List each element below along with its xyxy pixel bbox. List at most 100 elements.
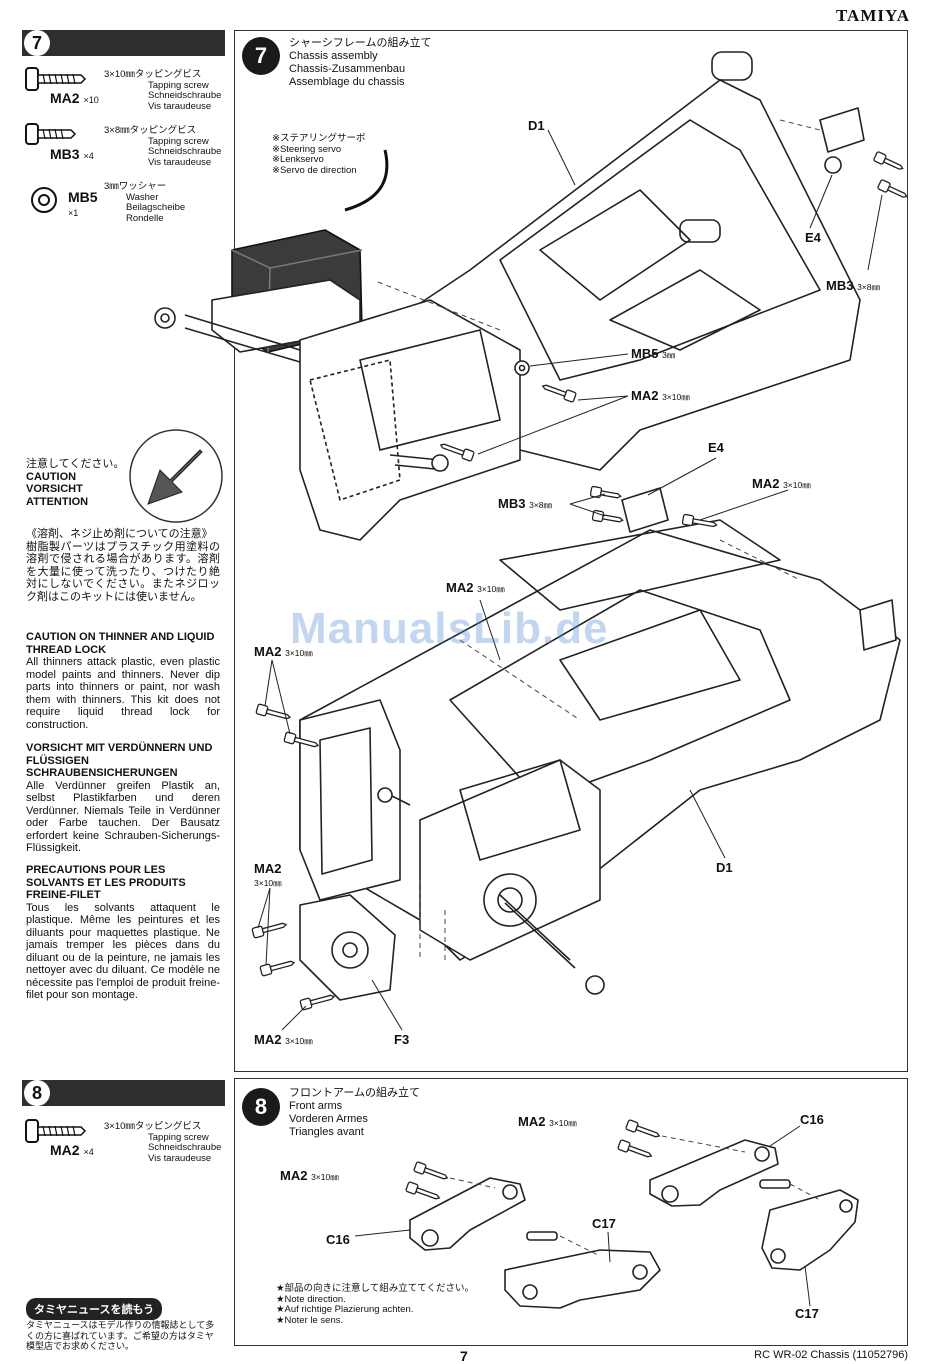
step8-part1-de: Schneidschraube <box>148 1142 222 1153</box>
step7-part1-code: MA2 <box>50 90 80 106</box>
step8-part1-size: 3×10㎜タッピングビス <box>104 1121 202 1132</box>
step7-part1-qty: ×10 <box>83 95 99 105</box>
thinner-de-title: VORSICHT MIT VERDÜNNERN UND FLÜSSIGEN SC… <box>26 742 213 779</box>
step7-title-jp: シャーシフレームの組み立て <box>289 37 432 49</box>
servo-note-jp: ※ステアリングサーボ <box>272 133 366 144</box>
step8-header-bar: 8 <box>22 1080 225 1106</box>
chassis-assembly-drawing <box>154 51 908 1031</box>
label-e4-lower: E4 <box>708 440 724 455</box>
label-ma2-middle-size: 3×10㎜ <box>477 584 505 594</box>
tapping-screw-icon <box>25 67 87 91</box>
label-ma2-middle: MA2 <box>446 580 474 595</box>
step7-panel <box>234 30 908 1072</box>
step7-part1-fr: Vis taraudeuse <box>148 100 212 112</box>
caution-arrow-icon <box>129 429 223 523</box>
label-ma2-left-size: 3×10㎜ <box>285 648 313 658</box>
step7-part3-qty: ×1 <box>68 208 79 218</box>
solvent-jp-body: 樹脂製パーツはプラスチック用塗料の溶剤で侵される場合があります。溶剤を大量に使っ… <box>26 540 220 603</box>
servo-note-de: ※Lenkservo <box>272 154 324 165</box>
label-e4-upper: E4 <box>805 230 821 245</box>
caution-jp: 注意してください。 <box>26 458 125 470</box>
label-d1-upper: D1 <box>528 118 545 133</box>
label-ma2-hub-size: 3×10㎜ <box>254 878 282 888</box>
label-ma2-hub: MA2 <box>254 861 282 876</box>
step8-label-ma2-right-size: 3×10㎜ <box>549 1118 577 1128</box>
direction-note-fr: ★Noter le sens. <box>276 1314 344 1326</box>
label-ma2-right-size: 3×10㎜ <box>783 480 811 490</box>
servo-note-fr: ※Servo de direction <box>272 164 357 176</box>
caution-de: VORSICHT <box>26 483 83 495</box>
step8-label-c17-left: C17 <box>592 1216 616 1231</box>
step7-part2-size: 3×8㎜タッピングビス <box>104 125 197 136</box>
label-ma2-servo: MA2 <box>631 388 659 403</box>
step7-header-bar: 7 <box>22 30 225 56</box>
tamiya-news-badge: タミヤニュースを読もう <box>26 1298 163 1320</box>
thinner-de-body: Alle Verdünner greifen Plastik an, selbs… <box>26 779 220 855</box>
tamiya-news-text: タミヤニュースはモデル作りの情報誌として多くの方に喜ばれています。ご希望の方はタ… <box>26 1320 215 1351</box>
label-f3: F3 <box>394 1032 410 1047</box>
step8-circle-number: 8 <box>242 1088 280 1126</box>
direction-note-jp: ★部品の向きに注意して組み立ててください。 <box>276 1283 474 1294</box>
step7-title-de: Chassis-Zusammenbau <box>289 63 406 75</box>
label-ma2-bottom-size: 3×10㎜ <box>285 1036 313 1046</box>
direction-note-de: ★Auf richtige Plazierung achten. <box>276 1304 414 1315</box>
step7-title-fr: Assemblage du chassis <box>289 76 405 88</box>
thinner-en-title: CAUTION ON THINNER AND LIQUID THREAD LOC… <box>26 631 215 656</box>
thinner-fr-title: PRECAUTIONS POUR LES SOLVANTS ET LES PRO… <box>26 864 186 901</box>
solvent-jp-title: 《溶剤、ネジ止め剤についての注意》 <box>26 528 213 540</box>
caution-fr: ATTENTION <box>26 495 89 508</box>
washer-icon <box>31 187 57 213</box>
brand-logo: TAMIYA <box>835 6 910 25</box>
step8-label-ma2-left-size: 3×10㎜ <box>311 1172 339 1182</box>
step7-part2-de: Schneidschraube <box>148 146 222 157</box>
tapping-screw-icon <box>25 1119 87 1143</box>
thinner-fr-body: Tous les solvants attaquent le plastique… <box>26 901 220 1002</box>
step8-title-jp: フロントアームの組み立て <box>289 1087 421 1099</box>
step8-label-c16-left: C16 <box>326 1232 350 1247</box>
label-mb3-lower: MB3 <box>498 496 526 511</box>
label-ma2-right: MA2 <box>752 476 780 491</box>
step8-part1-qty: ×4 <box>83 1147 94 1157</box>
step8-part1-fr: Vis taraudeuse <box>148 1152 212 1164</box>
step7-part3-de: Beilagscheibe <box>126 202 186 213</box>
step8-label-ma2-right: MA2 <box>518 1114 546 1129</box>
label-mb5: MB5 <box>631 346 659 361</box>
step8-label-ma2-left: MA2 <box>280 1168 308 1183</box>
step8-part1-en: Tapping screw <box>148 1131 209 1143</box>
servo-note-en: ※Steering servo <box>272 143 342 155</box>
thinner-en-body: All thinners attack plastic, even plasti… <box>26 656 220 731</box>
step7-part1-size: 3×10㎜タッピングビス <box>104 69 202 80</box>
label-ma2-left: MA2 <box>254 644 282 659</box>
step8-title-en: Front arms <box>289 1100 343 1112</box>
step7-part3-en: Washer <box>126 191 159 203</box>
step8-title-fr: Triangles avant <box>289 1126 364 1138</box>
step7-part3-fr: Rondelle <box>126 212 164 224</box>
step8-part1-code: MA2 <box>50 1142 80 1158</box>
model-code: RC WR-02 Chassis (11052796) <box>754 1349 908 1361</box>
step7-part1-en: Tapping screw <box>148 79 209 91</box>
step8-title-de: Vorderen Armes <box>289 1113 368 1125</box>
front-arms-drawing <box>354 1119 859 1309</box>
step8-number: 8 <box>24 1080 50 1106</box>
label-mb3-lower-size: 3×8㎜ <box>529 500 552 510</box>
step8-label-c16-right: C16 <box>800 1112 824 1127</box>
step7-part2-en: Tapping screw <box>148 135 209 147</box>
label-d1-lower: D1 <box>716 860 733 875</box>
step7-title-en: Chassis assembly <box>289 50 378 62</box>
page-number: 7 <box>460 1348 468 1364</box>
direction-note-en: ★Note direction. <box>276 1293 346 1305</box>
label-mb3-upper: MB3 <box>826 278 854 293</box>
watermark: ManualsLib.de <box>290 604 609 653</box>
step7-part1-de: Schneidschraube <box>148 90 222 101</box>
step7-part2-qty: ×4 <box>83 151 94 161</box>
label-ma2-servo-size: 3×10㎜ <box>662 392 690 402</box>
step7-part2-fr: Vis taraudeuse <box>148 156 212 168</box>
tapping-screw-icon <box>25 123 77 145</box>
label-mb3-upper-size: 3×8㎜ <box>857 282 880 292</box>
caution-en: CAUTION <box>26 470 77 483</box>
step8-label-c17-right: C17 <box>795 1306 819 1321</box>
step8-panel <box>234 1078 908 1346</box>
step7-number: 7 <box>24 30 50 56</box>
step7-part2-code: MB3 <box>50 146 80 162</box>
step7-part3-size: 3㎜ワッシャー <box>104 181 167 192</box>
